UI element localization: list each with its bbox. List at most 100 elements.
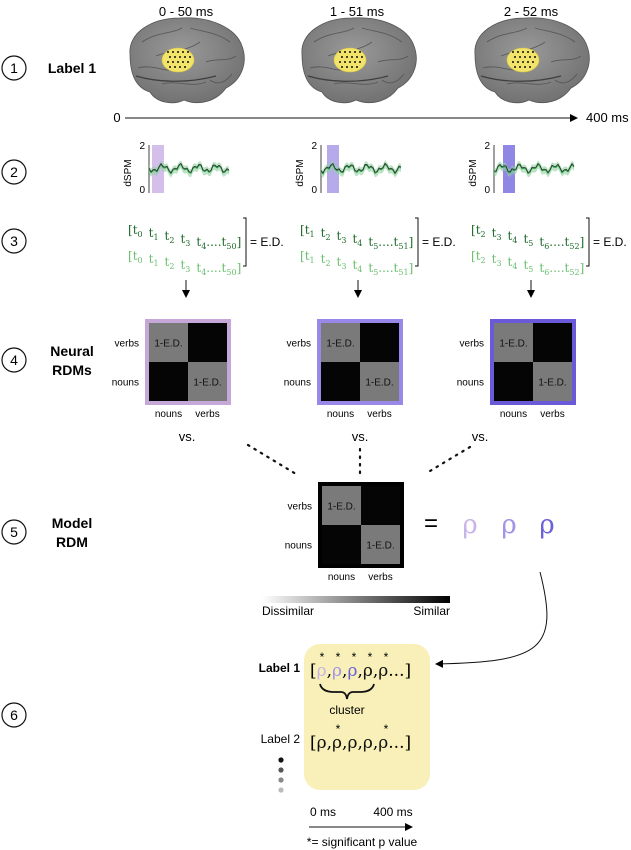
- dspm-confidence-band: [149, 160, 229, 178]
- brain-image-1: [129, 17, 245, 104]
- rdm-cell-nouns-nouns: [494, 362, 533, 401]
- vs-label-1: vs.: [179, 429, 196, 444]
- significance-star: *: [336, 650, 341, 664]
- electrode-dot: [351, 56, 353, 58]
- rho-sequence-text: [ρ,ρ,ρ,ρ,ρ...]: [310, 733, 411, 753]
- step-3-number: 3: [10, 233, 18, 249]
- vs-label-3: vs.: [472, 429, 489, 444]
- cluster-brace: [319, 683, 375, 700]
- electrode-dot: [519, 56, 521, 58]
- significance-star: *: [336, 722, 341, 736]
- rdm-cell-label: 1-E.D.: [499, 339, 527, 350]
- brain-gyrus: [205, 55, 237, 63]
- electrode-dot: [341, 56, 343, 58]
- electrode-dot: [524, 56, 526, 58]
- step-4-number: 4: [10, 352, 18, 368]
- electrode-dot: [172, 61, 174, 63]
- timeline-start-label: 0: [113, 110, 120, 125]
- electrode-dot: [184, 66, 186, 68]
- timeline: 0 400 ms: [113, 110, 629, 125]
- rdm-col-label: nouns: [155, 409, 182, 420]
- rdm-cell-verbs-nouns: [321, 323, 360, 362]
- rdm-col-label: verbs: [540, 409, 564, 420]
- dspm-tick-top: 2: [139, 141, 145, 152]
- rho-sequence-text: [ρ,ρ,ρ,ρ,ρ...]: [310, 661, 411, 681]
- rdm-cell-label: 1-E.D.: [154, 339, 182, 350]
- electrode-dot: [532, 51, 534, 53]
- dspm-black-trace: [493, 162, 575, 174]
- electrode-dot: [167, 51, 169, 53]
- electrode-dot: [179, 66, 181, 68]
- brain-gyrus: [333, 81, 379, 85]
- model-rdm-label-line2: RDM: [56, 534, 88, 550]
- electrode-dot: [349, 51, 351, 53]
- brain-gyrus: [381, 73, 405, 84]
- dspm-tick-bottom: 0: [484, 185, 490, 196]
- vs-connectors: vs. vs. vs.: [179, 429, 489, 476]
- step-2-marker: 2: [1, 159, 27, 185]
- dot-2: [278, 767, 284, 773]
- more-labels-dots: [278, 757, 284, 793]
- rho-window-2: ρ: [501, 510, 516, 540]
- rdm-cell-verbs-verbs: [188, 323, 227, 362]
- brain-sulcus: [307, 75, 389, 82]
- dspm-green-trace: [320, 163, 402, 175]
- neural-rdms-label-line2: RDMs: [52, 362, 92, 378]
- euclidean-distance-label: = E.D.: [593, 235, 627, 249]
- rdm-cell-verbs-nouns: [322, 486, 361, 525]
- electrode-dot: [527, 61, 529, 63]
- electrode-dot: [354, 51, 356, 53]
- electrode-dot: [351, 66, 353, 68]
- electrode-dot: [169, 56, 171, 58]
- time-window-label-1: 0 - 50 ms: [159, 4, 214, 19]
- label1-rho-sequence: [ρ,ρ,ρ,ρ,ρ...]*****: [310, 650, 411, 681]
- brain-gyrus: [313, 27, 355, 43]
- electrode-dot: [522, 61, 524, 63]
- rdm-cell-verbs-verbs: [533, 323, 572, 362]
- brain-images: [129, 17, 590, 104]
- rdm-cell-label: 1-E.D.: [193, 378, 221, 389]
- rdm-col-label: verbs: [368, 572, 392, 583]
- brain-gyrus: [161, 81, 207, 85]
- significance-star: *: [384, 722, 389, 736]
- electrode-dot: [529, 66, 531, 68]
- results-arrow: [435, 571, 548, 668]
- brain-gyrus: [486, 27, 528, 43]
- significance-star: *: [352, 650, 357, 664]
- electrode-dot: [532, 61, 534, 63]
- step-1-marker: 1: [1, 55, 27, 81]
- results-panel: Label 1 Label 2 [ρ,ρ,ρ,ρ,ρ...]***** [ρ,ρ…: [259, 644, 430, 849]
- electrode-dot: [512, 61, 514, 63]
- rdm-col-label: verbs: [195, 409, 219, 420]
- electrode-dot: [341, 66, 343, 68]
- rdm-col-label: nouns: [327, 409, 354, 420]
- brain-gyrus: [534, 27, 576, 43]
- brain-image-2: [301, 17, 417, 104]
- model-rdm-label-line1: Model: [52, 515, 92, 531]
- electrode-dot: [189, 56, 191, 58]
- electrode-dot: [514, 66, 516, 68]
- rho-values: = ρ ρ ρ: [424, 510, 555, 540]
- colorbar: Dissimilar Similar: [262, 596, 450, 618]
- electrode-dot: [177, 51, 179, 53]
- euclidean-distance-label: = E.D.: [250, 235, 284, 249]
- dspm-tick-top: 2: [484, 141, 490, 152]
- brain-gyrus: [550, 55, 582, 63]
- brain-gyrus: [554, 73, 578, 84]
- rdm-cell-verbs-verbs: [360, 323, 399, 362]
- results-time-start: 0 ms: [310, 805, 336, 819]
- dspm-axis-label: dSPM: [295, 159, 306, 186]
- rdm-row-label: verbs: [288, 502, 312, 513]
- electrode-dot: [177, 61, 179, 63]
